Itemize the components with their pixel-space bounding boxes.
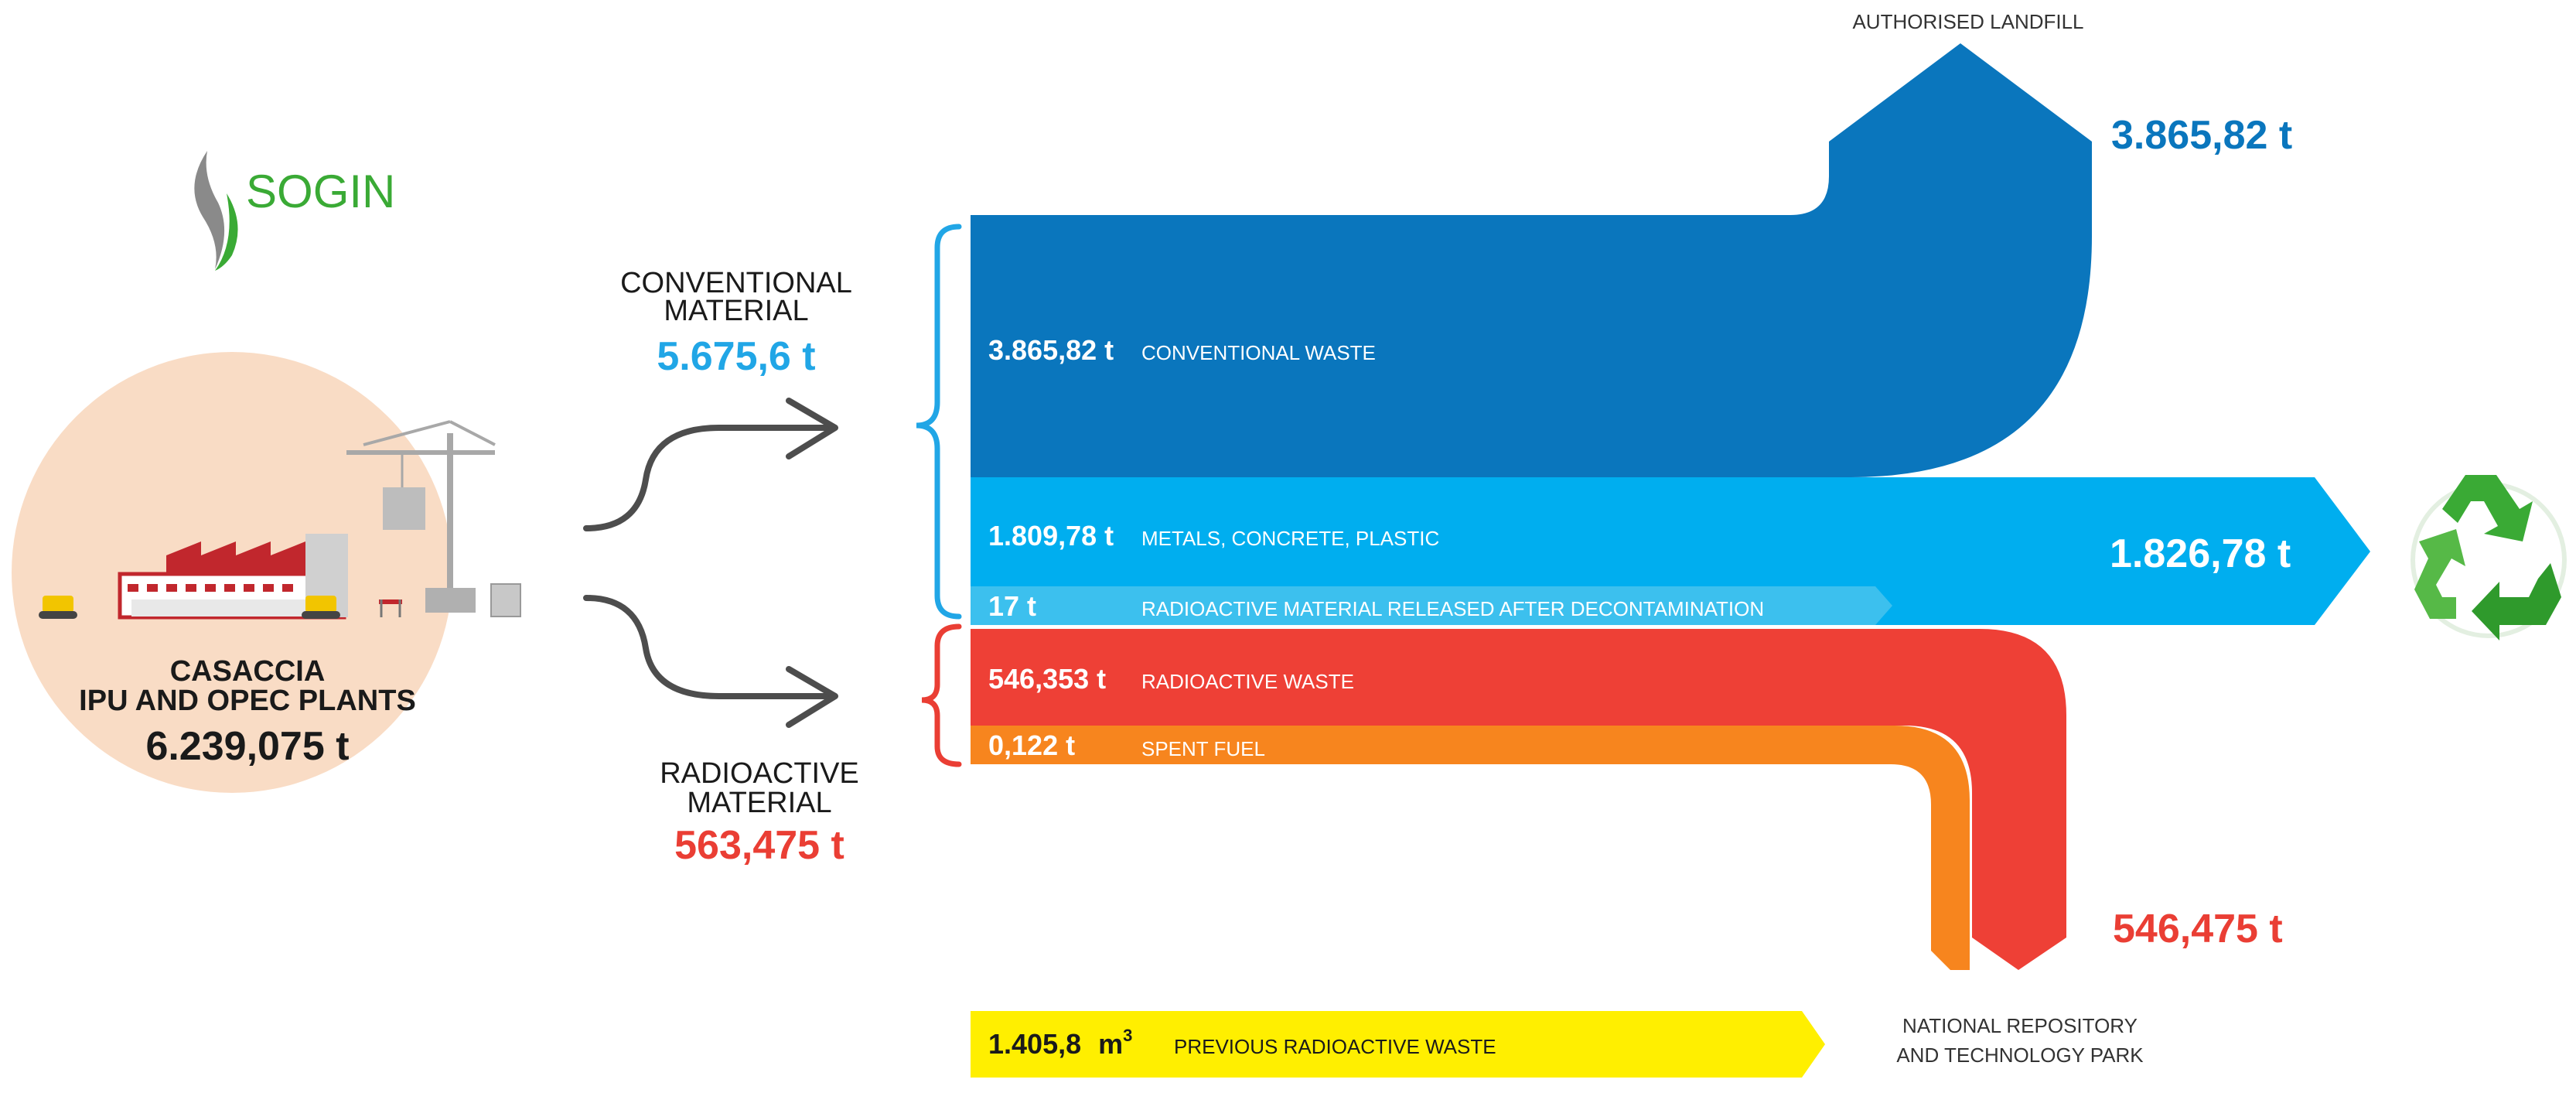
conventional-total: 5.675,6 t — [657, 334, 815, 379]
flow-spent-fuel — [971, 726, 1970, 970]
repository-value: 546,475 t — [2113, 907, 2283, 951]
flow-conventional-waste-label: CONVENTIONAL WASTE — [1141, 341, 1376, 364]
source-line2: IPU AND OPEC PLANTS — [79, 685, 416, 717]
radioactive-total: 563,475 t — [674, 823, 844, 868]
conventional-line1: CONVENTIONAL — [620, 267, 852, 299]
flow-radioactive-waste-value: 546,353 t — [988, 663, 1106, 695]
repository-line2: AND TECHNOLOGY PARK — [1896, 1043, 2144, 1067]
flow-previous-waste — [971, 1011, 1825, 1078]
landfill-value: 3.865,82 t — [2111, 113, 2292, 158]
industrial-plant-icon — [39, 420, 521, 620]
conventional-line2: MATERIAL — [664, 295, 808, 327]
flow-decontaminated-label: RADIOACTIVE MATERIAL RELEASED AFTER DECO… — [1141, 597, 1764, 620]
radioactive-line2: MATERIAL — [687, 787, 831, 819]
radioactive-bracket — [921, 623, 962, 767]
flow-radioactive-waste — [971, 629, 2066, 970]
recycle-icon — [2411, 475, 2567, 640]
landfill-label: AUTHORISED LANDFILL — [1852, 10, 2083, 33]
source-line1: CASACCIA — [170, 655, 326, 688]
flow-spent-fuel-value: 0,122 t — [988, 729, 1075, 761]
curved-arrow-down-icon — [583, 595, 838, 728]
flow-decontaminated-value: 17 t — [988, 590, 1036, 622]
logo-text: SOGIN — [246, 166, 395, 217]
conventional-bracket — [916, 224, 962, 620]
radioactive-line1: RADIOACTIVE — [660, 757, 859, 790]
flow-previous-waste-label: PREVIOUS RADIOACTIVE WASTE — [1174, 1035, 1496, 1058]
flow-decontaminated — [971, 586, 1892, 625]
source-total: 6.239,075 t — [145, 724, 349, 769]
flow-metals-label: METALS, CONCRETE, PLASTIC — [1141, 527, 1439, 550]
recycling-value: 1.826,78 t — [2110, 531, 2291, 576]
sogin-flame-icon — [194, 151, 238, 271]
flow-radioactive-waste-label: RADIOACTIVE WASTE — [1141, 670, 1354, 693]
flow-conventional-waste — [971, 43, 2092, 477]
flow-metals-value: 1.809,78 t — [988, 520, 1114, 552]
flow-spent-fuel-label: SPENT FUEL — [1141, 737, 1265, 760]
curved-arrow-up-icon — [583, 398, 838, 531]
repository-line1: NATIONAL REPOSITORY — [1902, 1014, 2138, 1037]
flow-conventional-waste-value: 3.865,82 t — [988, 334, 1114, 366]
